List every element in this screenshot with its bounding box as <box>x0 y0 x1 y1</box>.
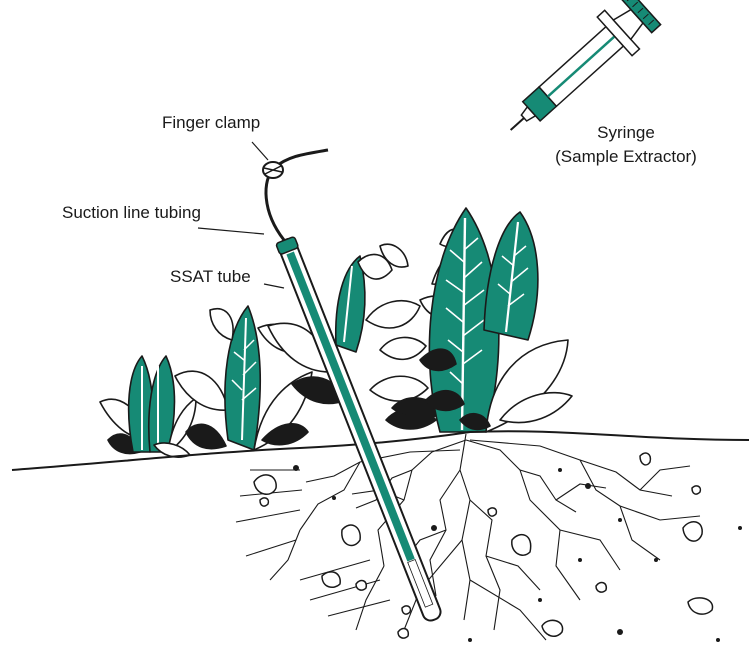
plant-large-right <box>420 208 572 432</box>
label-sample-extractor: (Sample Extractor) <box>555 147 697 166</box>
leader-finger-clamp <box>252 142 268 160</box>
label-finger-clamp: Finger clamp <box>162 113 260 132</box>
label-ssat-tube: SSAT tube <box>170 267 251 286</box>
leader-suction-line <box>198 228 264 234</box>
finger-clamp <box>263 162 283 178</box>
soil-pebbles <box>254 453 713 638</box>
plant-group <box>100 208 572 457</box>
label-syringe: Syringe <box>597 123 655 142</box>
label-suction-line-tubing: Suction line tubing <box>62 203 201 222</box>
root-system <box>270 434 700 640</box>
leader-ssat-tube <box>264 284 284 288</box>
plant-small-left <box>100 356 196 457</box>
